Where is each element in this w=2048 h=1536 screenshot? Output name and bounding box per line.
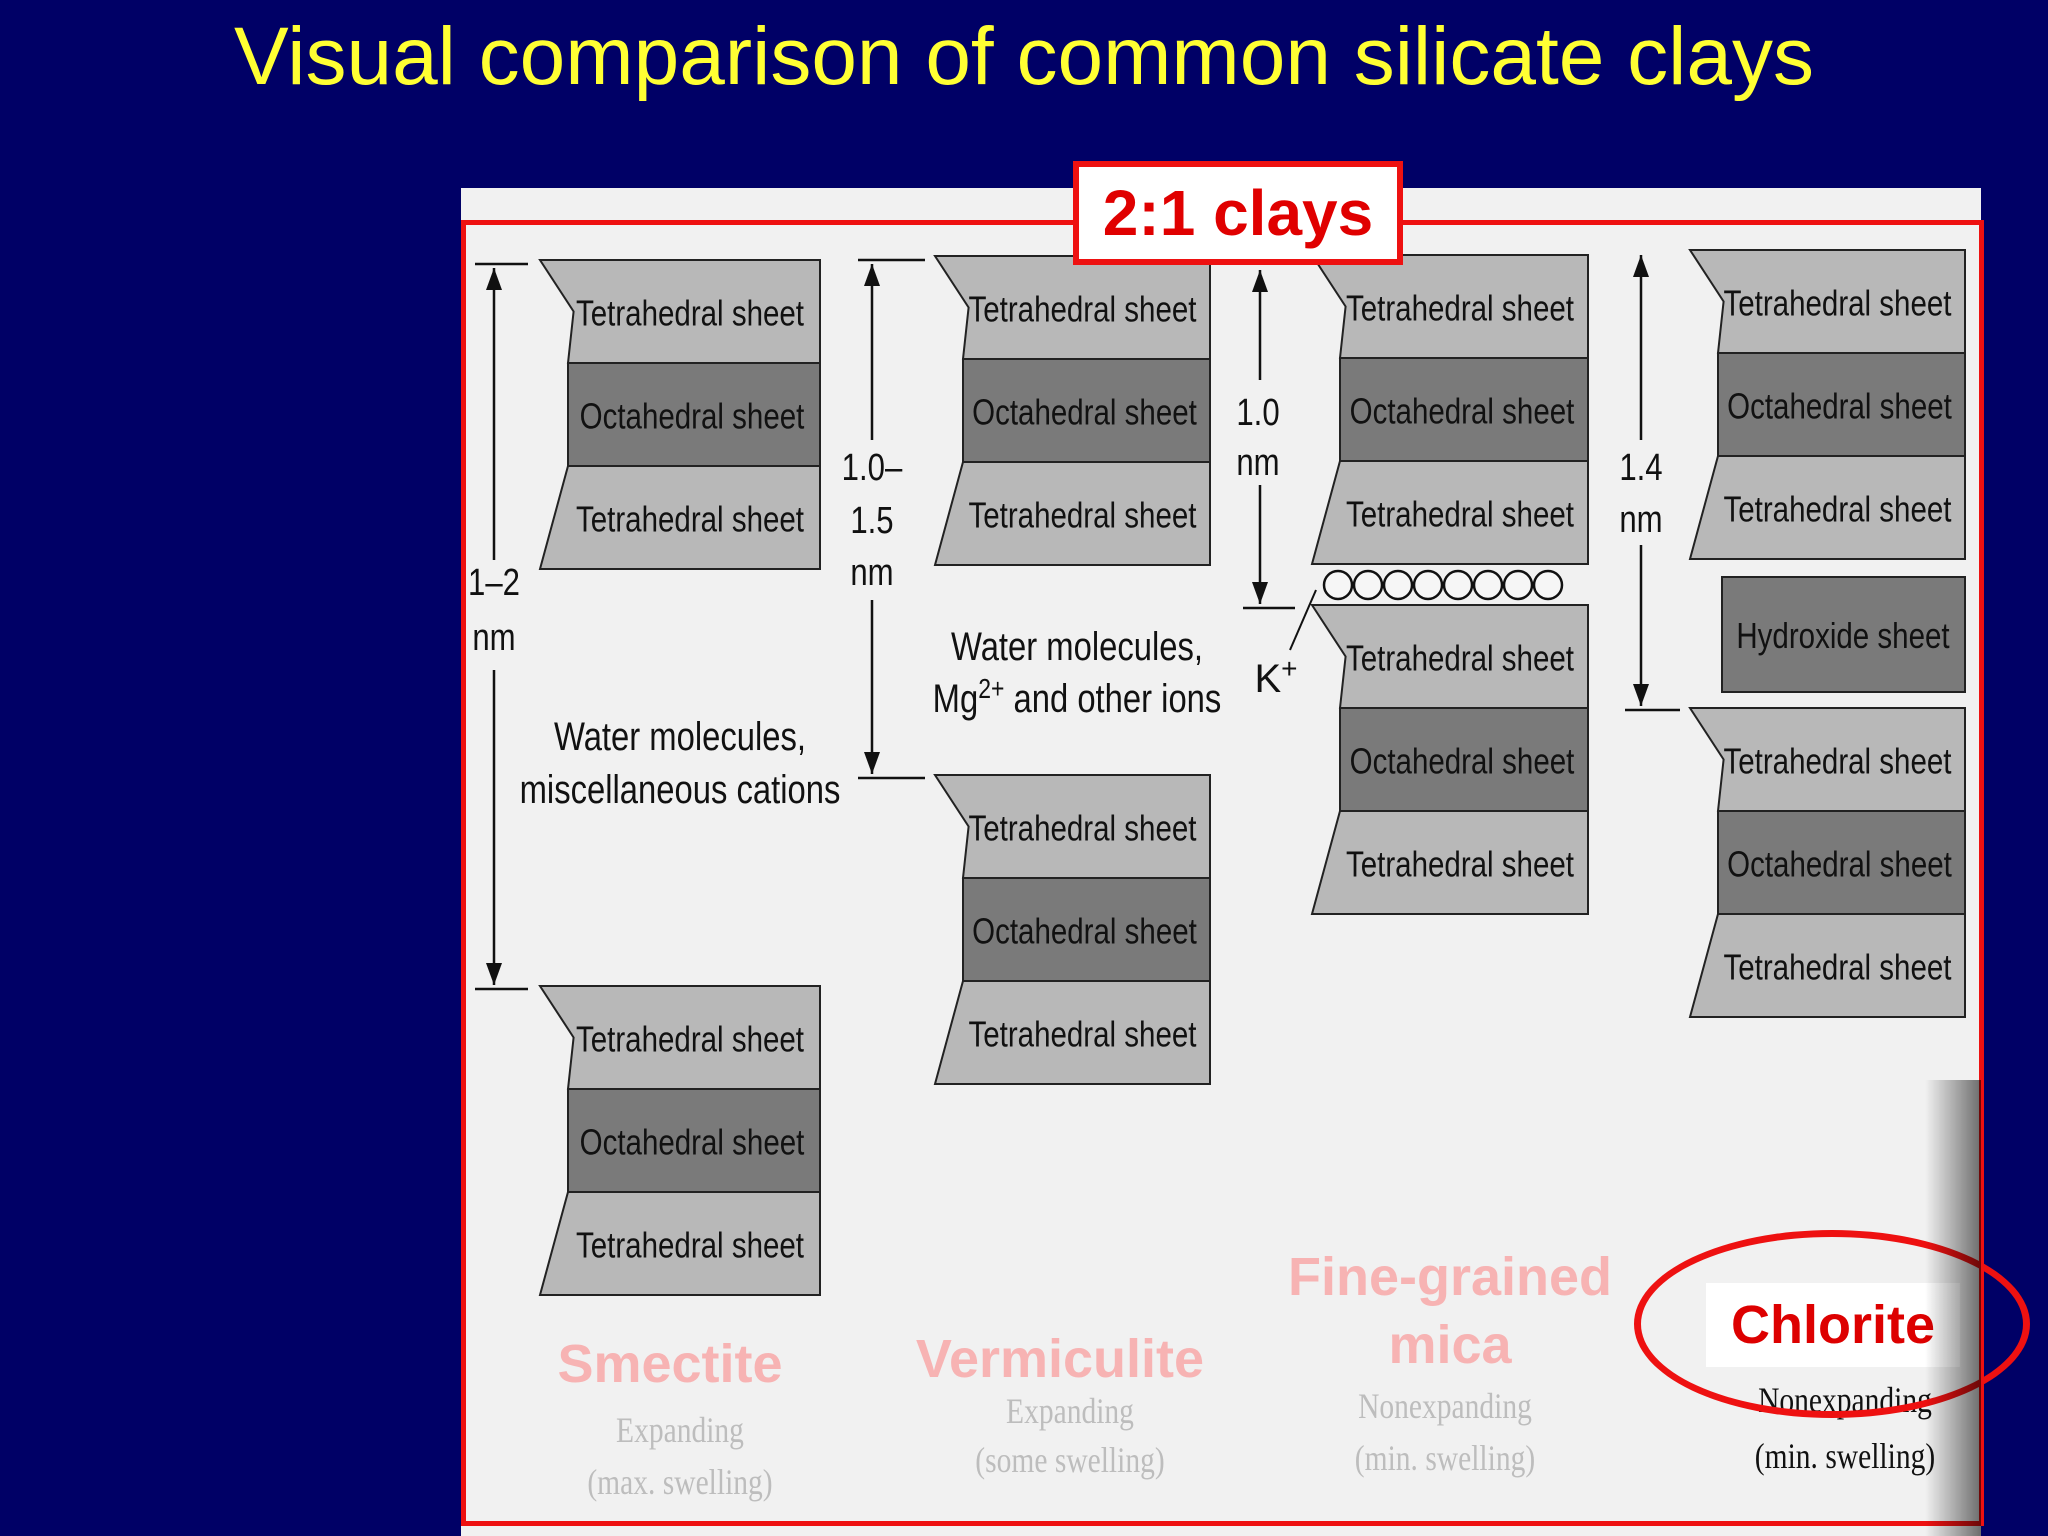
smectite-swelling: (max. swelling): [587, 1462, 773, 1502]
mica-lower-octahedral: [1339, 707, 1589, 812]
chlorite-spacing-arrow-head-down: [1633, 684, 1649, 706]
potassium-ion: [1322, 569, 1354, 601]
mica-spacing-unit: nm: [1236, 442, 1279, 484]
chlorite-highlight-ellipse: [1634, 1230, 2030, 1418]
potassium-ion: [1472, 569, 1504, 601]
smectite-lower-octahedral-label: Octahedral sheet: [580, 1122, 805, 1162]
vermiculite-behavior: Expanding: [1006, 1391, 1134, 1431]
chlorite-upper-tetrahedral-bottom-label: Tetrahedral sheet: [1723, 489, 1951, 529]
mica-arrow-gap: [1240, 380, 1290, 485]
chlorite-lower-tetrahedral-bottom: [1688, 913, 1966, 1018]
chlorite-hydroxide-label: Hydroxide sheet: [1736, 615, 1949, 655]
vermiculite-spacing-unit: nm: [850, 552, 893, 594]
vermiculite-upper-tetrahedral-bottom: [933, 461, 1211, 566]
mica-upper-octahedral-label: Octahedral sheet: [1350, 391, 1575, 431]
chlorite-spacing-arrow-head-up: [1633, 255, 1649, 277]
smectite-lower-tetrahedral-top-label: Tetrahedral sheet: [576, 1019, 804, 1059]
smectite-spacing-arrow-head-down: [486, 963, 502, 985]
smectite-spacing-arrow-head-up: [486, 268, 502, 290]
vermiculite-spacing-value: 1.0–: [842, 447, 903, 489]
chlorite-hydroxide-sheet: [1721, 576, 1966, 693]
smectite-interlayer-line2: miscellaneous cations: [520, 767, 841, 812]
mica-label-line1: Fine-grained: [1287, 1247, 1613, 1307]
vermiculite-lower-tetrahedral-top-label: Tetrahedral sheet: [968, 808, 1196, 848]
chlorite-lower-octahedral-label: Octahedral sheet: [1727, 844, 1952, 884]
potassium-ion: [1352, 569, 1384, 601]
mica-upper-octahedral: [1339, 357, 1589, 462]
chlorite-lower-octahedral: [1717, 810, 1966, 915]
potassium-ion: [1502, 569, 1534, 601]
mica-spacing-arrow-head-down: [1252, 582, 1268, 604]
smectite-behavior: Expanding: [616, 1410, 744, 1450]
smectite-upper-tetrahedral-bottom-label: Tetrahedral sheet: [576, 499, 804, 539]
vermiculite-upper-tetrahedral-bottom-label: Tetrahedral sheet: [968, 495, 1196, 535]
potassium-ion: [1532, 569, 1564, 601]
potassium-ion: [1382, 569, 1414, 601]
mica-lower-octahedral-label: Octahedral sheet: [1350, 741, 1575, 781]
smectite-lower-octahedral: [567, 1088, 821, 1193]
vermiculite-lower-octahedral-label: Octahedral sheet: [972, 911, 1197, 951]
smectite-lower-tetrahedral-bottom: [538, 1191, 821, 1296]
smectite-upper-octahedral-label: Octahedral sheet: [580, 396, 805, 436]
chlorite-upper-octahedral: [1717, 352, 1966, 457]
chlorite-spacing-unit: nm: [1619, 499, 1662, 541]
mica-upper-tetrahedral-top-label: Tetrahedral sheet: [1346, 288, 1574, 328]
mica-lower-tetrahedral-top-label: Tetrahedral sheet: [1346, 638, 1574, 678]
mica-label-line2: mica: [1388, 1315, 1512, 1375]
smectite-interlayer-line1: Water molecules,: [554, 714, 806, 759]
smectite-upper-octahedral: [567, 362, 821, 467]
mica-lower-tetrahedral-bottom-label: Tetrahedral sheet: [1346, 844, 1574, 884]
vermiculite-arrow-gap: [852, 440, 902, 600]
chlorite-swelling: (min. swelling): [1754, 1436, 1936, 1476]
potassium-label: K+: [1254, 653, 1297, 701]
chlorite-upper-tetrahedral-top-label: Tetrahedral sheet: [1723, 283, 1951, 323]
vermiculite-upper-tetrahedral-top-label: Tetrahedral sheet: [968, 289, 1196, 329]
vermiculite-lower-tetrahedral-bottom-label: Tetrahedral sheet: [968, 1014, 1196, 1054]
page-edge-shadow: [1925, 1080, 1981, 1536]
smectite-lower-tetrahedral-bottom-label: Tetrahedral sheet: [576, 1225, 804, 1265]
mica-spacing-arrow-head-up: [1252, 270, 1268, 292]
slide-title: Visual comparison of common silicate cla…: [234, 11, 1814, 102]
vermiculite-upper-octahedral-label: Octahedral sheet: [972, 392, 1197, 432]
smectite-spacing-value: 1–2: [468, 562, 520, 604]
vermiculite-spacing-value2: 1.5: [850, 500, 893, 542]
smectite-label: Smectite: [557, 1334, 783, 1394]
vermiculite-swelling: (some swelling): [975, 1440, 1165, 1480]
vermiculite-label: Vermiculite: [915, 1329, 1205, 1389]
vermiculite-spacing-arrow-head-down: [864, 752, 880, 774]
chlorite-arrow-gap: [1620, 440, 1670, 545]
vermiculite-interlayer-line1: Water molecules,: [951, 624, 1203, 669]
chlorite-upper-octahedral-label: Octahedral sheet: [1727, 386, 1952, 426]
chlorite-lower-tetrahedral-top-label: Tetrahedral sheet: [1723, 741, 1951, 781]
smectite-arrow-gap: [470, 560, 520, 670]
vermiculite-lower-tetrahedral-bottom: [933, 980, 1211, 1085]
potassium-pointer: [1289, 589, 1317, 651]
mica-spacing-value: 1.0: [1236, 392, 1279, 434]
chlorite-spacing-value: 1.4: [1619, 447, 1662, 489]
smectite-upper-tetrahedral-bottom: [538, 465, 821, 570]
smectite-spacing-unit: nm: [472, 617, 515, 659]
chlorite-upper-tetrahedral-bottom: [1688, 455, 1966, 560]
smectite-upper-tetrahedral-top-label: Tetrahedral sheet: [576, 293, 804, 333]
mica-upper-tetrahedral-bottom: [1310, 460, 1589, 565]
vermiculite-lower-octahedral: [962, 877, 1211, 982]
potassium-ion: [1442, 569, 1474, 601]
mica-upper-tetrahedral-bottom-label: Tetrahedral sheet: [1346, 494, 1574, 534]
potassium-ion: [1412, 569, 1444, 601]
vermiculite-interlayer-line2: Mg2+ and other ions: [933, 674, 1222, 721]
mica-lower-tetrahedral-bottom: [1310, 810, 1589, 915]
mica-swelling: (min. swelling): [1354, 1438, 1536, 1478]
mica-behavior: Nonexpanding: [1358, 1386, 1532, 1426]
chlorite-lower-tetrahedral-bottom-label: Tetrahedral sheet: [1723, 947, 1951, 987]
group-label: 2:1 clays: [1073, 161, 1403, 265]
vermiculite-spacing-arrow-head-up: [864, 264, 880, 286]
